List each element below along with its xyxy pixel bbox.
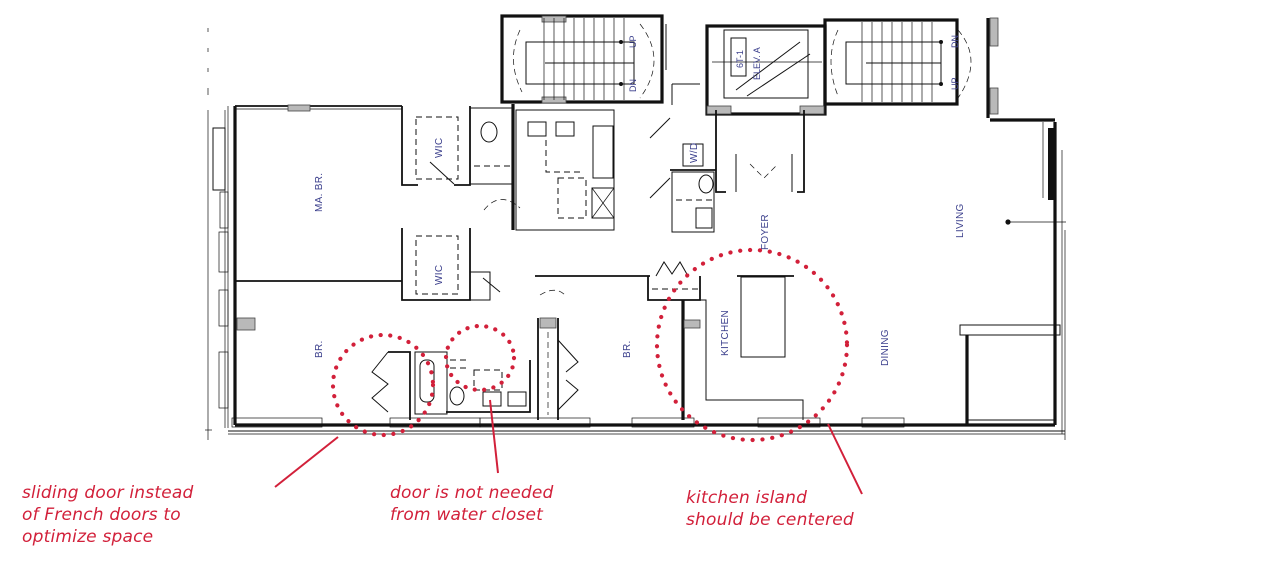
exterior-walls bbox=[212, 17, 1066, 440]
stair-left-up-label: UP bbox=[628, 35, 638, 48]
note-sliding-door: sliding door instead of French doors to … bbox=[22, 483, 194, 547]
room-labels: MA. BR. BR. BR. FOYER LIVING KITCHEN DIN… bbox=[314, 173, 966, 366]
circle-kitchen-island bbox=[654, 247, 850, 443]
wd-label: W/D bbox=[689, 143, 700, 163]
note-kitchen-island: kitchen island should be centered bbox=[686, 488, 854, 530]
stair-left: UP DN bbox=[500, 14, 664, 104]
stair-right: DN UP bbox=[823, 18, 972, 106]
stair-right-dn-label: DN bbox=[950, 35, 960, 48]
margin-ticks bbox=[205, 28, 212, 440]
leader-lines bbox=[274, 399, 863, 495]
interior-walls: WIC WIC bbox=[235, 104, 805, 420]
leader-kitchen-island bbox=[827, 423, 863, 495]
circle-water-closet bbox=[443, 323, 517, 393]
master-bedroom-label: MA. BR. bbox=[314, 173, 325, 212]
living-light-fixture bbox=[1005, 219, 1066, 225]
corridor-door bbox=[665, 24, 700, 105]
stair-left-dn-label: DN bbox=[628, 79, 638, 92]
note-water-closet-door: door is not needed from water closet bbox=[390, 483, 554, 525]
circle-french-doors bbox=[330, 332, 436, 438]
dining-label: DINING bbox=[880, 329, 891, 366]
elevator-tag: 6T-1 bbox=[735, 50, 745, 68]
leader-sliding-door bbox=[274, 436, 339, 488]
leader-water-closet bbox=[489, 399, 499, 474]
wic-upper-label: WIC bbox=[434, 138, 445, 158]
elevator: 6T-1 ELEV. A bbox=[705, 24, 827, 116]
wic-lower-label: WIC bbox=[434, 265, 445, 285]
bedroom-right-label: BR. bbox=[622, 340, 633, 358]
kitchen-label: KITCHEN bbox=[720, 310, 731, 356]
stair-right-up-label: UP bbox=[950, 77, 960, 90]
living-label: LIVING bbox=[955, 203, 966, 238]
markup-circles bbox=[330, 247, 850, 443]
foyer-label: FOYER bbox=[760, 214, 771, 250]
bedroom-left-label: BR. bbox=[314, 340, 325, 358]
elevator-label: ELEV. A bbox=[752, 47, 762, 80]
